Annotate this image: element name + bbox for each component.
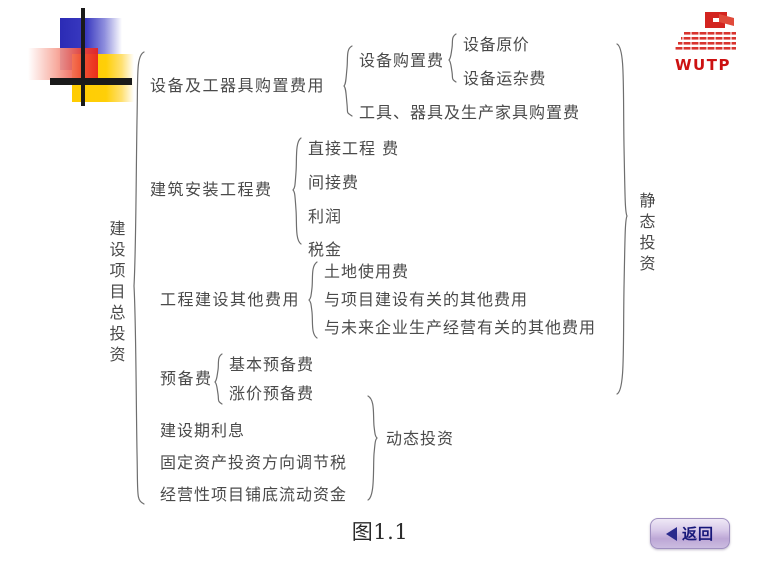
node-equipment-purchase-cost: 设备购置费 — [359, 51, 445, 70]
node-root-total-investment: 建设项目总投资 — [109, 219, 126, 364]
logo-red-bar — [28, 48, 98, 80]
node-equipment-original-price: 设备原价 — [463, 35, 530, 54]
node-land-use-fee: 土地使用费 — [324, 262, 410, 281]
node-price-increase-reserve-cost: 涨价预备费 — [229, 384, 315, 403]
node-other-cost-related-to-project: 与项目建设有关的其他费用 — [324, 290, 529, 309]
back-arrow-icon — [665, 526, 677, 541]
node-equipment-transport-misc-cost: 设备运杂费 — [463, 69, 547, 88]
node-indirect-cost: 间接费 — [308, 173, 360, 192]
node-tools-and-furniture-purchase-cost: 工具、器具及生产家具购置费 — [359, 103, 581, 122]
node-dynamic-investment: 动态投资 — [386, 429, 455, 448]
wutp-mark-icon — [674, 12, 736, 51]
node-direct-engineering-cost: 直接工程 费 — [308, 139, 400, 158]
node-other-cost-related-to-future-operation: 与未来企业生产经营有关的其他费用 — [324, 318, 597, 337]
node-static-investment: 静态投资 — [639, 191, 656, 273]
node-fixed-asset-investment-direction-tax: 固定资产投资方向调节税 — [160, 453, 348, 472]
back-button-label: 返回 — [681, 525, 714, 543]
logo-vertical-bar — [81, 8, 85, 106]
figure-caption: 图1.1 — [351, 520, 409, 544]
node-profit: 利润 — [308, 207, 343, 226]
wutp-logo: WUTP — [664, 8, 742, 80]
node-equipment-and-tools-purchase-cost: 设备及工器具购置费用 — [150, 76, 326, 95]
node-construction-installation-cost: 建筑安装工程费 — [150, 180, 273, 199]
logo-horizontal-bar — [50, 78, 132, 85]
publisher-logo — [24, 8, 140, 108]
wutp-wordmark: WUTP — [675, 56, 731, 74]
node-reserve-cost: 预备费 — [160, 369, 213, 388]
node-construction-period-interest: 建设期利息 — [160, 421, 246, 440]
node-other-construction-cost: 工程建设其他费用 — [160, 290, 301, 309]
node-operational-project-working-capital: 经营性项目铺底流动资金 — [160, 485, 348, 504]
node-basic-reserve-cost: 基本预备费 — [229, 355, 315, 374]
back-button[interactable]: 返回 — [650, 518, 730, 549]
node-tax: 税金 — [308, 240, 343, 259]
